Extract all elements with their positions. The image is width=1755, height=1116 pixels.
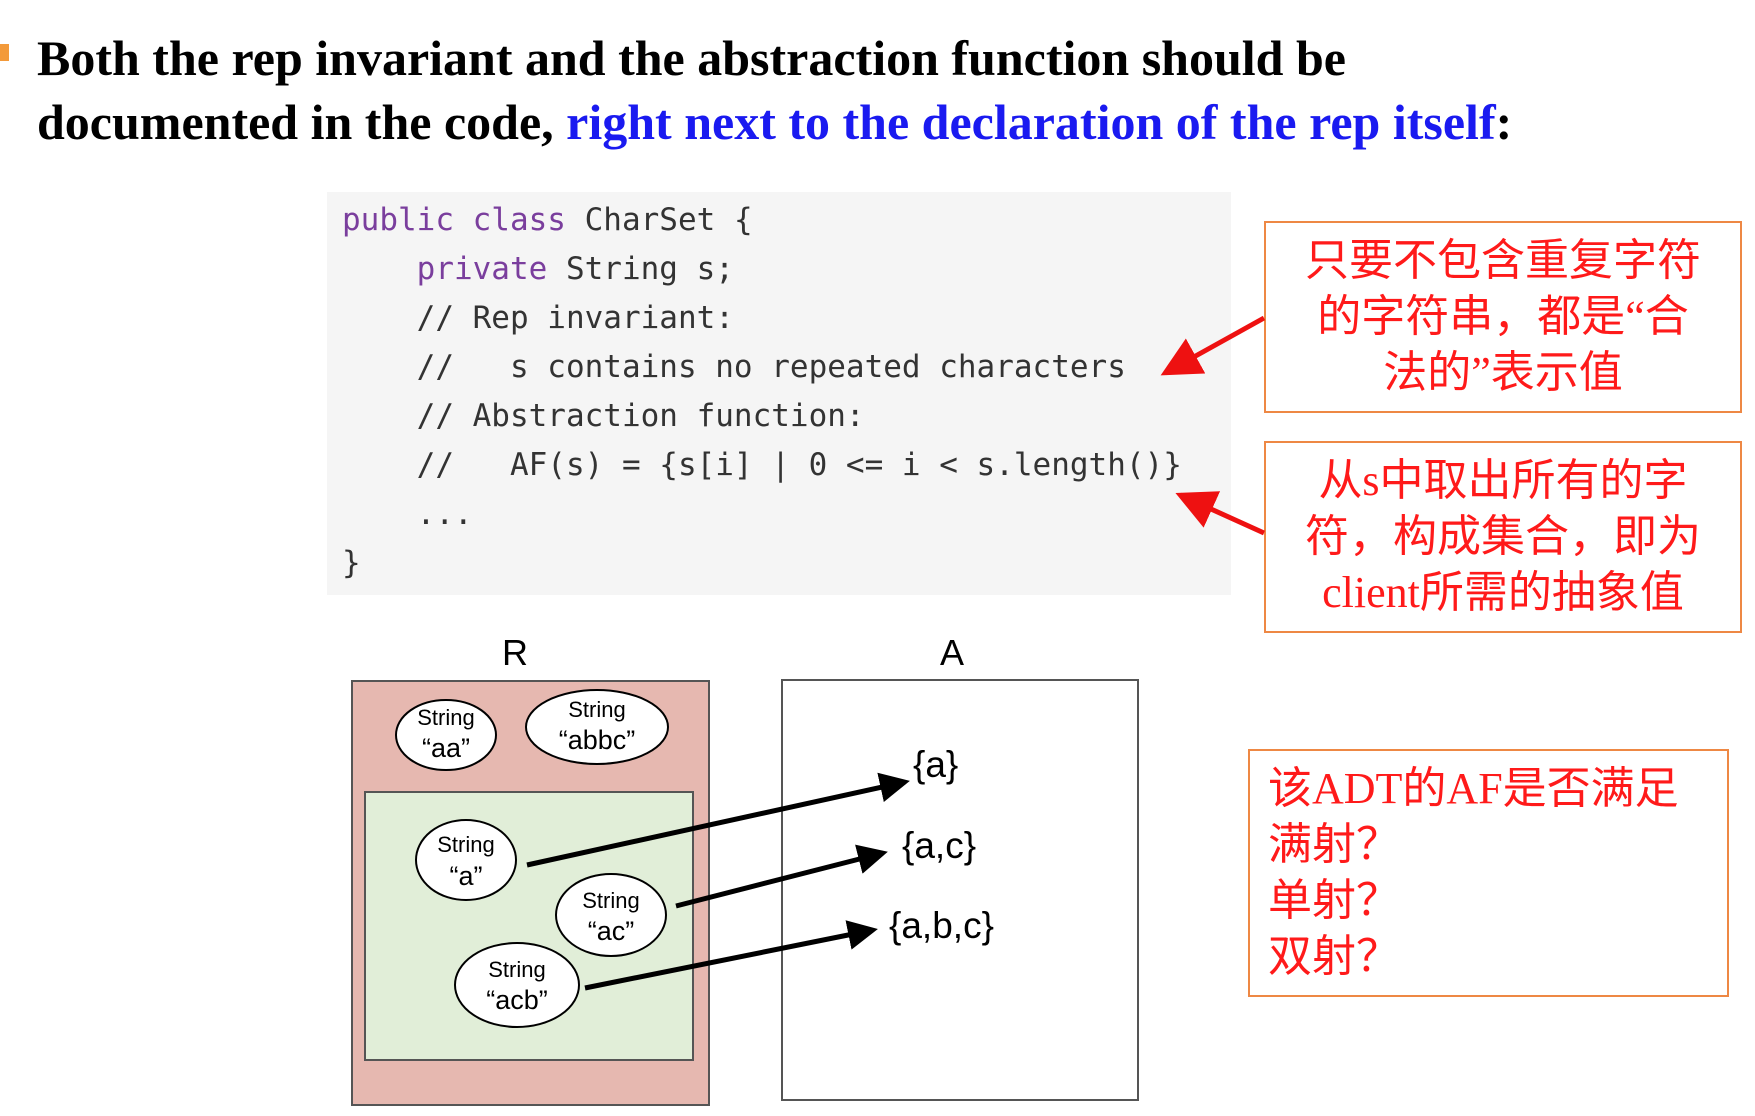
code-line-ellipsis: ... [342, 496, 473, 532]
rep-value: “a” [450, 861, 483, 891]
heading-comma: , [541, 94, 567, 150]
code-keyword: private [342, 251, 548, 287]
bullet-marker [0, 44, 9, 61]
af-arrow-acb [584, 920, 878, 991]
heading-text: Both the rep invariant and the abstracti… [37, 30, 1346, 150]
note-line: client所需的抽象值 [1322, 568, 1684, 617]
rep-type: String [437, 832, 494, 857]
af-arrow-a [526, 772, 910, 868]
note-line: 法的”表示值 [1383, 348, 1623, 397]
code-line-abstraction-function: // AF(s) = {s[i] | 0 <= i < s.length()} [342, 447, 1182, 483]
note-line: 的字符串，都是“合 [1317, 292, 1689, 341]
arrow-to-rep-invariant [1160, 315, 1266, 376]
rep-oval [454, 942, 580, 1028]
rep-type: String [582, 888, 639, 913]
rep-oval [555, 873, 667, 957]
abstract-value-abc: {a,b,c} [889, 905, 994, 946]
abstract-space [781, 679, 1139, 1101]
af-arrow-ac [675, 844, 888, 909]
code-line-field: private String s; [342, 249, 734, 289]
heading-highlight: right next to the declaration of the rep… [566, 94, 1496, 150]
rep-aa: String “aa” [395, 699, 497, 771]
code-keyword: public class [342, 202, 566, 238]
question-title: 该ADT的AF是否满足 [1268, 764, 1679, 813]
question-injective: 单射？ [1268, 876, 1400, 925]
heading-colon: : [1495, 94, 1513, 150]
rep-space-label: R [502, 632, 528, 673]
question-note: 该ADT的AF是否满足 满射？ 单射？ 双射？ [1248, 749, 1729, 997]
note-line: 从s中取出所有的字 [1318, 456, 1688, 505]
question-bijective: 双射？ [1268, 932, 1400, 981]
abstract-space-label: A [940, 632, 965, 673]
rep-abbc: String “abbc” [525, 689, 669, 765]
rep-invariant-note: 只要不包含重复字符 的字符串，都是“合 法的”表示值 [1264, 221, 1742, 413]
note-line: 符，构成集合，即为 [1305, 512, 1701, 561]
rep-type: String [568, 697, 625, 722]
code-line-close: } [342, 545, 361, 581]
rep-a: String “a” [415, 819, 517, 901]
code-line-comment: // Rep invariant: [342, 300, 734, 336]
code-line-rep-invariant: // s contains no repeated characters [342, 349, 1126, 385]
note-line: 只要不包含重复字符 [1305, 236, 1701, 285]
code-line-comment: // Abstraction function: [342, 398, 865, 434]
rep-oval [395, 699, 497, 771]
rep-type: String [417, 705, 474, 730]
arrow-to-abstraction-function [1175, 491, 1266, 536]
code-line-class: public class CharSet { [342, 200, 753, 240]
code-block: public class CharSet { private String s;… [327, 192, 1231, 595]
abstract-value-a: {a} [913, 744, 958, 785]
slide-heading: Both the rep invariant and the abstracti… [37, 26, 1597, 154]
rep-value: “abbc” [559, 725, 636, 755]
rep-value: “ac” [588, 916, 635, 946]
rep-oval [525, 689, 669, 765]
rep-type: String [488, 957, 545, 982]
code-text: CharSet { [565, 202, 753, 238]
abstract-value-ac: {a,c} [902, 825, 976, 866]
rep-value: “aa” [422, 733, 470, 763]
code-text: String s; [547, 251, 734, 287]
rep-oval [415, 819, 517, 901]
rep-value: “acb” [486, 985, 548, 1015]
rep-acb: String “acb” [454, 942, 580, 1028]
question-surjective: 满射？ [1268, 820, 1400, 869]
rep-ac: String “ac” [555, 873, 667, 957]
abstraction-note: 从s中取出所有的字 符，构成集合，即为 client所需的抽象值 [1264, 441, 1742, 633]
